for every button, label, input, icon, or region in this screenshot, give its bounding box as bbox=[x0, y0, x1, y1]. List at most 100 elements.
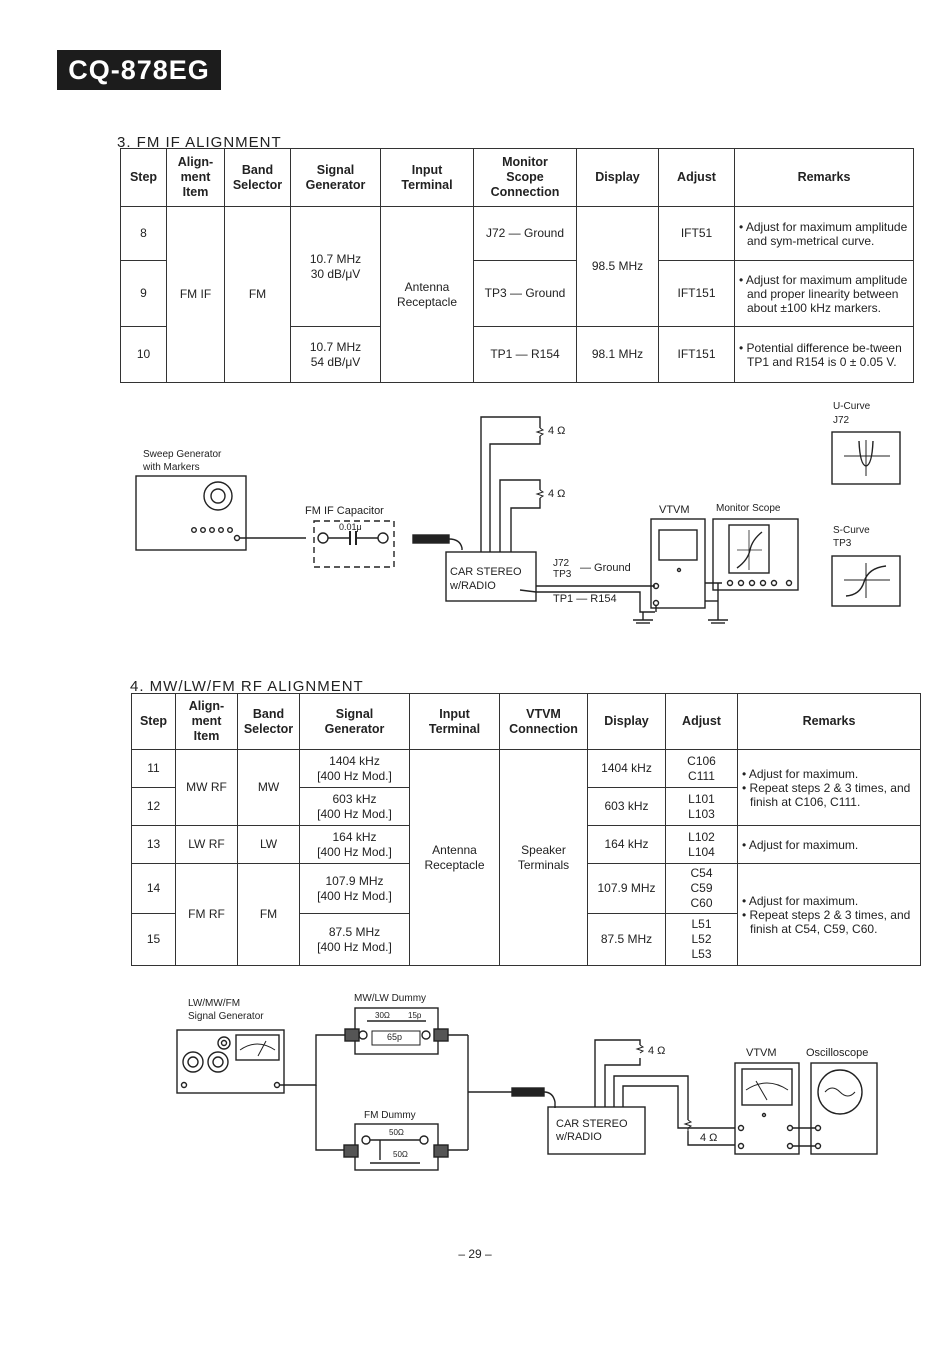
r50a-label: 50Ω bbox=[389, 1128, 404, 1137]
speaker-ohm-bottom: 4 Ω bbox=[700, 1132, 718, 1144]
rf-section-title: 4. MW/LW/FM RF ALIGNMENT bbox=[130, 678, 364, 695]
remark-line: • Adjust for maximum. bbox=[742, 766, 859, 781]
remark-line: • Adjust for maximum amplitude and prope… bbox=[739, 272, 908, 315]
align-item-cell: FM RF bbox=[175, 863, 238, 966]
display-cell: 98.5 MHz bbox=[576, 206, 659, 327]
sweep-dial-inner bbox=[210, 488, 226, 504]
input-cell: Antenna Receptacle bbox=[409, 749, 500, 966]
band-cell: FM bbox=[224, 206, 291, 383]
page-number: – 29 – bbox=[458, 1247, 492, 1261]
s-curve-box bbox=[831, 555, 901, 607]
col-signal-gen: Signal Generator bbox=[290, 148, 381, 207]
display-cell: 98.1 MHz bbox=[576, 326, 659, 383]
col-adjust: Adjust bbox=[665, 693, 738, 750]
r50b-label: 50Ω bbox=[393, 1150, 408, 1159]
remark-line: • Repeat steps 2 & 3 times, and finish a… bbox=[742, 907, 911, 936]
fm-if-capacitor-box bbox=[313, 520, 395, 568]
signal-gen-cell: 603 kHz [400 Hz Mod.] bbox=[299, 787, 410, 826]
col-band: Band Selector bbox=[224, 148, 291, 207]
col-step: Step bbox=[131, 693, 176, 750]
fm-if-table: Step Align- ment Item Band Selector Sign… bbox=[120, 148, 914, 383]
vtvm-box bbox=[734, 1062, 800, 1155]
signal-gen-cell: 10.7 MHz 30 dB/μV bbox=[290, 206, 381, 327]
remarks-cell: • Adjust for maximum. • Repeat steps 2 &… bbox=[737, 863, 921, 966]
s-curve-label: S-Curve TP3 bbox=[833, 525, 870, 549]
signal-generator-label: LW/MW/FM Signal Generator bbox=[188, 998, 264, 1022]
step-cell: 12 bbox=[131, 787, 176, 826]
remark-line: • Adjust for maximum. bbox=[742, 837, 859, 852]
c65-label: 65p bbox=[387, 1032, 403, 1042]
ground-label: — Ground bbox=[580, 562, 631, 574]
remark-line: • Potential difference be-tween TP1 and … bbox=[739, 340, 902, 369]
u-curve-label: U-Curve J72 bbox=[833, 401, 871, 426]
col-align-item: Align- ment Item bbox=[166, 148, 225, 207]
signal-generator-box bbox=[176, 1029, 285, 1094]
step-cell: 8 bbox=[120, 206, 167, 261]
speaker-ohm-mid: 4 Ω bbox=[548, 488, 566, 500]
rf-car-stereo-label: CAR STEREO w/RADIO bbox=[556, 1118, 628, 1143]
signal-gen-cell: 1404 kHz [400 Hz Mod.] bbox=[299, 749, 410, 788]
monitor-scope-screen bbox=[728, 524, 770, 574]
signal-gen-cell: 87.5 MHz [400 Hz Mod.] bbox=[299, 913, 410, 966]
col-adjust: Adjust bbox=[658, 148, 735, 207]
remarks-cell: • Adjust for maximum. • Repeat steps 2 &… bbox=[737, 749, 921, 826]
c15-label: 15p bbox=[408, 1011, 422, 1020]
rf-plug bbox=[511, 1087, 545, 1097]
tp3-label: TP3 bbox=[553, 569, 572, 580]
adjust-cell: L101 L103 bbox=[665, 787, 738, 826]
step-cell: 14 bbox=[131, 863, 176, 914]
remark-line: • Adjust for maximum amplitude and sym-m… bbox=[739, 219, 908, 248]
rf-alignment-table: Step Align- ment Item Band Selector Sign… bbox=[131, 693, 921, 966]
remark-line: • Repeat steps 2 & 3 times, and finish a… bbox=[742, 780, 911, 809]
car-stereo-box bbox=[547, 1106, 646, 1155]
step-cell: 10 bbox=[120, 326, 167, 383]
align-item-cell: FM IF bbox=[166, 206, 225, 383]
u-curve-box bbox=[831, 431, 901, 485]
display-cell: 603 kHz bbox=[587, 787, 666, 826]
j72-label: J72 bbox=[553, 558, 570, 569]
remarks-cell: • Adjust for maximum amplitude and prope… bbox=[734, 260, 914, 327]
col-step: Step bbox=[120, 148, 167, 207]
speaker-ohm-top: 4 Ω bbox=[648, 1045, 666, 1057]
input-cell: Antenna Receptacle bbox=[380, 206, 474, 383]
col-remarks: Remarks bbox=[737, 693, 921, 750]
adjust-cell: L102 L104 bbox=[665, 825, 738, 864]
mw-lw-dummy-label: MW/LW Dummy bbox=[354, 993, 427, 1004]
oscilloscope-label: Oscilloscope bbox=[806, 1047, 869, 1059]
vtvm-cell: Speaker Terminals bbox=[499, 749, 588, 966]
align-item-cell: MW RF bbox=[175, 749, 238, 826]
fm-if-section-title: 3. FM IF ALIGNMENT bbox=[117, 134, 282, 151]
remarks-cell: • Adjust for maximum amplitude and sym-m… bbox=[734, 206, 914, 261]
adjust-cell: L51 L52 L53 bbox=[665, 913, 738, 966]
signal-generator-meter bbox=[235, 1034, 280, 1061]
fm-dummy-label: FM Dummy bbox=[364, 1110, 416, 1121]
adjust-cell: IFT51 bbox=[658, 206, 735, 261]
vtvm-box bbox=[650, 518, 706, 609]
col-align-item: Align- ment Item bbox=[175, 693, 238, 750]
display-cell: 107.9 MHz bbox=[587, 863, 666, 914]
capacitor-value: 0.01μ bbox=[339, 522, 362, 532]
fm-if-capacitor-label: FM IF Capacitor bbox=[305, 505, 384, 517]
vtvm-label: VTVM bbox=[659, 504, 690, 516]
sweep-generator-box bbox=[135, 475, 247, 551]
oscilloscope-screen bbox=[817, 1069, 863, 1115]
col-vtvm: VTVM Connection bbox=[499, 693, 588, 750]
vtvm-meter bbox=[741, 1068, 793, 1106]
monitor-scope-box bbox=[712, 518, 799, 591]
adjust-cell: IFT151 bbox=[658, 260, 735, 327]
display-cell: 164 kHz bbox=[587, 825, 666, 864]
band-cell: MW bbox=[237, 749, 300, 826]
step-cell: 9 bbox=[120, 260, 167, 327]
signal-gen-cell: 107.9 MHz [400 Hz Mod.] bbox=[299, 863, 410, 914]
car-stereo-box bbox=[445, 551, 537, 602]
rf-vtvm-label: VTVM bbox=[746, 1047, 777, 1059]
speaker-ohm-top: 4 Ω bbox=[548, 425, 566, 437]
sweep-dial-outer bbox=[203, 481, 233, 511]
oscilloscope-box bbox=[810, 1062, 878, 1155]
model-logo: CQ-878EG bbox=[57, 50, 221, 90]
car-stereo-label: CAR STEREO w/RADIO bbox=[450, 566, 522, 592]
step-cell: 15 bbox=[131, 913, 176, 966]
tp1-r154-label: TP1 — R154 bbox=[553, 593, 617, 605]
